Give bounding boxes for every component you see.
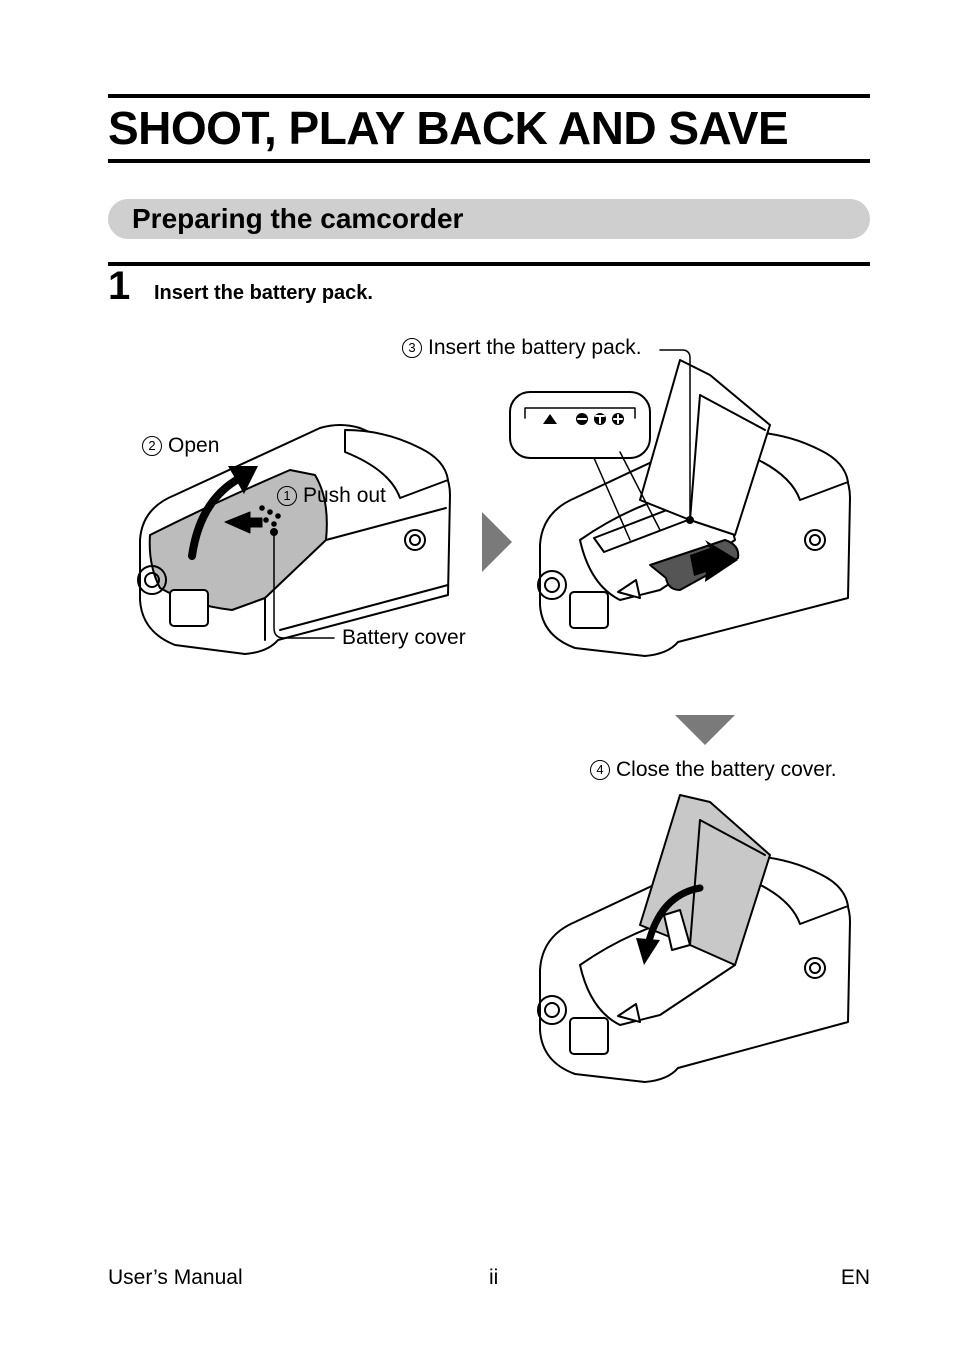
battery-cover-leader [273,531,335,639]
top-rule [108,94,870,98]
triangle-icon [543,414,557,424]
callout-push-text: Push out [303,484,386,507]
insert-arrow [690,540,738,582]
open-arrow [188,474,244,560]
insert-leader-dot [686,516,694,524]
callout-close-text: Close the battery cover. [616,758,837,781]
open-arrow-head [228,466,258,494]
footer-manual-title: User’s Manual [108,1266,243,1289]
next-step-arrow-right [482,512,512,572]
callout-insert-text: Insert the battery pack. [428,336,642,359]
step-instruction: Insert the battery pack. [154,282,373,304]
insert-leader [659,349,691,521]
step-circle-2: 2 [142,436,162,456]
callout-insert-battery: 3 Insert the battery pack. [402,336,642,360]
step-number: 1 [108,264,131,308]
step-circle-1: 1 [277,486,297,506]
callout-open-text: Open [168,434,220,457]
footer-language: EN [840,1266,870,1289]
step-circle-4: 4 [590,760,610,780]
title-bottom-rule [108,159,870,163]
close-arrow [644,884,704,949]
camcorder-drawing-1 [137,424,451,655]
camcorder-drawing-3 [537,794,851,1083]
close-arrow-head [636,938,660,965]
page-title: SHOOT, PLAY BACK AND SAVE [108,102,789,154]
section-header: Preparing the camcorder [108,199,870,239]
battery-label-zoom [509,391,651,459]
callout-battery-cover: Battery cover [342,626,466,649]
footer-page-number: ii [489,1266,499,1289]
callout-close-cover: 4 Close the battery cover. [590,758,837,782]
step-circle-3: 3 [402,338,422,358]
section-title: Preparing the camcorder [132,203,464,234]
callout-push-out: 1 Push out [277,484,386,508]
next-step-arrow-down [675,715,735,745]
step-rule [108,262,870,266]
camcorder-drawing-2 [537,359,851,657]
callout-open: 2 Open [142,434,219,458]
battery-cover-leader-dot [270,528,278,536]
push-arrow [224,511,263,534]
